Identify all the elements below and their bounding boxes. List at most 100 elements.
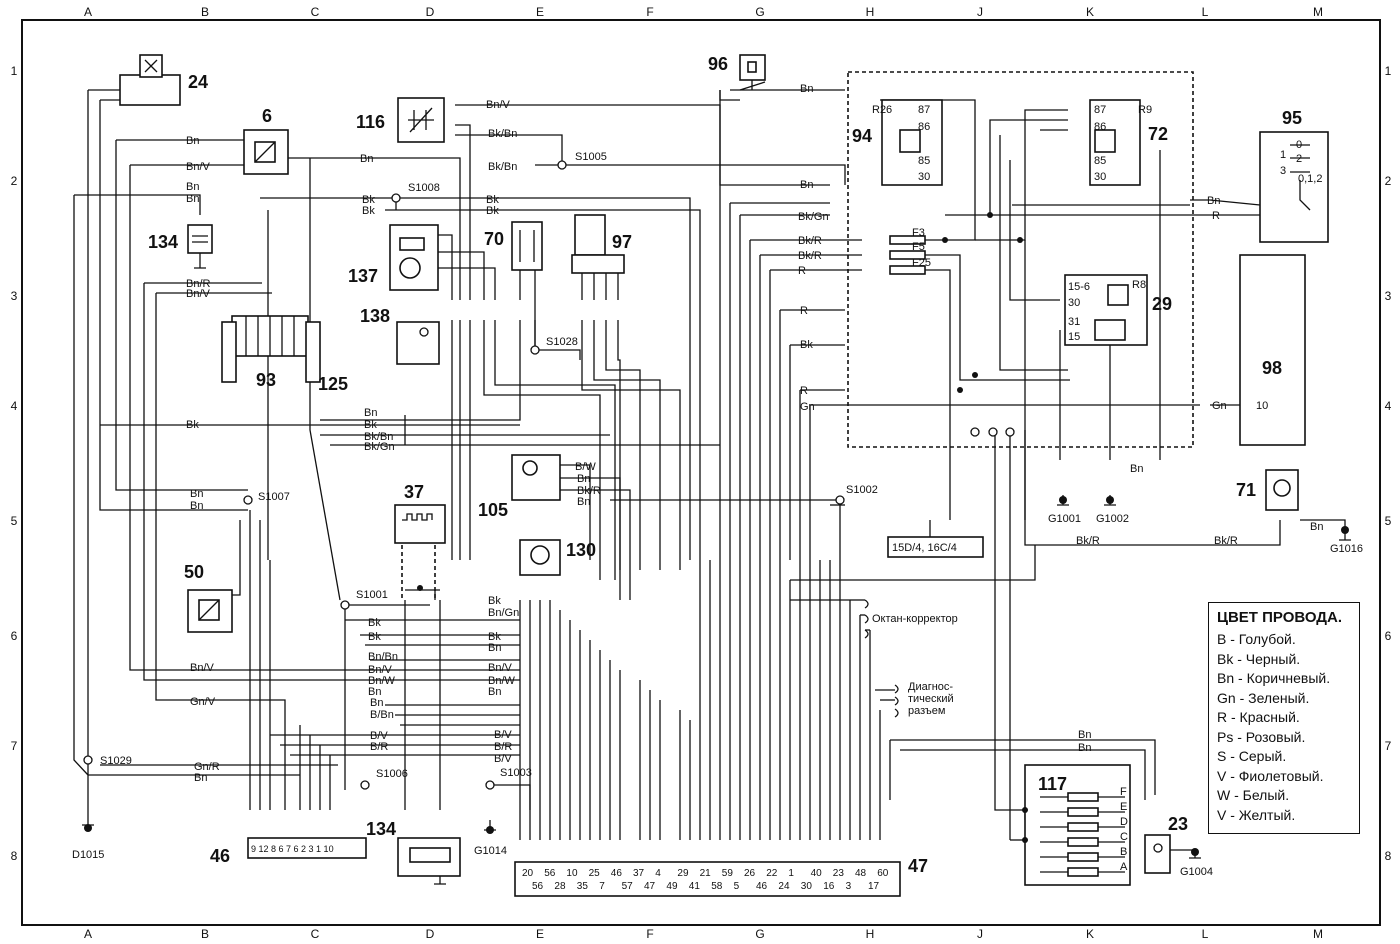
wire-label: Bn/Bn — [368, 651, 398, 663]
wire-label: Bk — [488, 595, 501, 607]
component-71 — [1265, 469, 1299, 511]
legend-item: Gn - Зеленый. — [1217, 689, 1310, 706]
wire-label: Bn/R — [186, 278, 211, 290]
connector-marks — [864, 599, 899, 718]
connector-47-pin: 4 — [655, 868, 661, 879]
component-number-130: 130 — [566, 540, 596, 560]
splice-dots — [83, 160, 1163, 853]
splice-label: S1003 — [500, 767, 532, 779]
component-number-94: 94 — [852, 126, 872, 146]
wire-label: Bk/R — [798, 250, 822, 262]
wire-label: Gn — [1212, 400, 1227, 412]
wire-label: Bn — [800, 83, 813, 95]
grid-col-label: B — [201, 927, 209, 941]
connector-47-pin: 3 — [846, 881, 852, 892]
wire-label: Bn — [368, 686, 381, 698]
component-number-137: 137 — [348, 266, 378, 286]
component-number-125: 125 — [318, 374, 348, 394]
wire-label: Bn — [488, 686, 501, 698]
relay-72 — [1089, 99, 1141, 186]
legend-item: W - Белый. — [1217, 787, 1290, 803]
wire-label: Bn — [800, 179, 813, 191]
grid-col-label: H — [866, 927, 875, 941]
connector-47 — [514, 861, 901, 897]
splice-label: S1029 — [100, 755, 132, 767]
connector-47-pin: 16 — [823, 881, 835, 892]
wire-label: Gn/R — [194, 761, 220, 773]
component-6 — [243, 129, 289, 175]
wire-label: Bk — [488, 631, 501, 643]
component-number-105: 105 — [478, 500, 508, 520]
module-117-pin: F — [1120, 786, 1127, 798]
wires — [73, 89, 1346, 851]
component-97 — [571, 214, 625, 274]
component-23 — [1144, 834, 1171, 874]
connector-47-pin: 30 — [801, 881, 813, 892]
switch-position: 1 — [1280, 149, 1286, 161]
switch-position: 0,1,2 — [1298, 173, 1322, 185]
wire-label: Bn/V — [186, 161, 211, 173]
grid-row-label: 7 — [1385, 739, 1392, 753]
module-117-pin: C — [1120, 831, 1128, 843]
connector-47-pin: 17 — [868, 881, 880, 892]
wire-label: Bn/V — [190, 662, 215, 674]
module-117-pin: D — [1120, 816, 1128, 828]
grid-col-label: M — [1313, 5, 1323, 19]
ground-label: G1001 — [1048, 513, 1081, 525]
component-number-138: 138 — [360, 306, 390, 326]
relay-pin: 15 — [1068, 331, 1080, 343]
component-number-23: 23 — [1168, 814, 1188, 834]
grid-row-label: 2 — [11, 174, 18, 188]
component-number-95: 95 — [1282, 108, 1302, 128]
component-number-6: 6 — [262, 106, 272, 126]
relay-pin: 85 — [1094, 155, 1106, 167]
wire-label: Bn — [194, 772, 207, 784]
grid-row-label: 5 — [1385, 514, 1392, 528]
relay-pin: 15-6 — [1068, 281, 1090, 293]
grid-col-label: D — [426, 927, 435, 941]
connector-47-pin: 60 — [877, 868, 889, 879]
wire-label: Bn/V — [368, 664, 393, 676]
wire-label: Bn/Gn — [488, 607, 519, 619]
pin-98: 10 — [1256, 400, 1268, 412]
fuses — [889, 235, 926, 275]
wire-label: Bk/Bn — [364, 431, 393, 443]
grid-row-label: 7 — [11, 739, 18, 753]
grid-row-label: 6 — [11, 629, 18, 643]
ground-label: D1015 — [72, 849, 104, 861]
component-number-98: 98 — [1262, 358, 1282, 378]
wire-label: Bn/W — [368, 675, 396, 687]
grid-row-label: 5 — [11, 514, 18, 528]
connector-47-pin: 29 — [677, 868, 689, 879]
connector-47-pin: 46 — [756, 881, 768, 892]
component-number-134a: 134 — [148, 232, 178, 252]
component-134-top — [187, 224, 213, 262]
wire-label: Bn — [186, 181, 199, 193]
connector-47-pin: 21 — [700, 868, 712, 879]
legend-item: Bn - Коричневый. — [1217, 670, 1331, 686]
ground-label: G1004 — [1180, 866, 1213, 878]
grid-row-label: 2 — [1385, 174, 1392, 188]
grid-col-label: C — [311, 5, 320, 19]
splice-label: S1007 — [258, 491, 290, 503]
connector-47-pin: 7 — [599, 881, 605, 892]
wire-label: Bn — [1310, 521, 1323, 533]
module-117-pin: B — [1120, 846, 1127, 858]
switch-95 — [1259, 131, 1329, 243]
legend-title: ЦВЕТ ПРОВОДА. — [1217, 609, 1342, 626]
grid-col-label: A — [84, 927, 92, 941]
component-96 — [739, 54, 766, 91]
wire-label: Bn — [364, 407, 377, 419]
wire-label: B/Bn — [370, 709, 394, 721]
component-37 — [394, 504, 446, 600]
wire-label: Bk/R — [798, 235, 822, 247]
wire-label: R — [800, 305, 808, 317]
wire-label: Gn — [800, 401, 815, 413]
component-24 — [119, 54, 181, 106]
fuse-label: F3 — [912, 227, 925, 239]
component-number-116: 116 — [356, 112, 385, 132]
connector-47-pin: 48 — [855, 868, 867, 879]
ground-label: G1014 — [474, 845, 507, 857]
